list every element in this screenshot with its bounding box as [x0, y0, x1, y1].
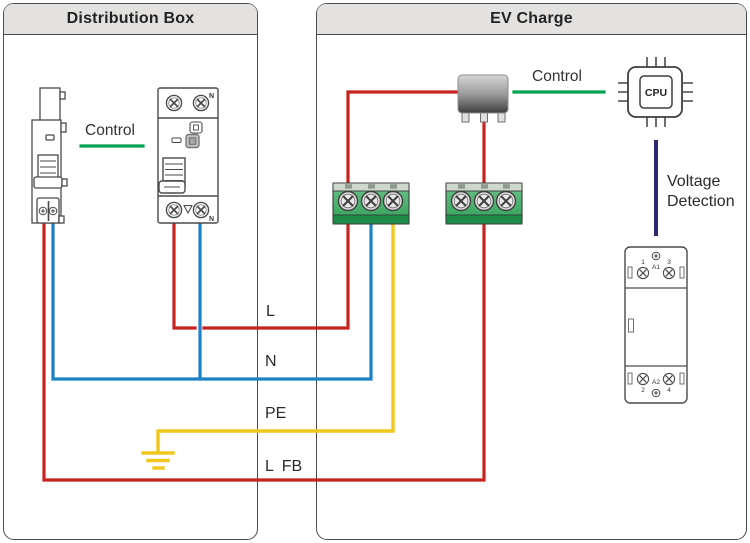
mcb-screw-icon	[38, 206, 48, 216]
cpu-label: CPU	[645, 87, 667, 99]
terminal-screw-icon	[495, 190, 517, 212]
contactor-side-tabs	[627, 266, 685, 385]
wires	[42, 90, 658, 482]
l-wire-label: L	[266, 303, 275, 320]
rcbo-screw-icon	[192, 201, 210, 219]
relay-pin	[497, 112, 506, 123]
contactor-screw-icon	[651, 251, 661, 261]
terminal-block-bottom-strip	[445, 214, 523, 225]
mcb-indicator-window	[45, 134, 55, 141]
contactor-terminal2-label: 2	[641, 387, 645, 394]
contactor-screw-icon	[662, 372, 676, 386]
relay-pin	[461, 112, 470, 123]
contactor-screw-icon	[636, 372, 650, 386]
rcbo-breaker: N N	[157, 87, 219, 224]
cpu-chip: CPU	[618, 57, 693, 127]
terminal-screw-icon	[382, 190, 404, 212]
rcbo-screw-icon	[192, 94, 210, 112]
mcb-side-tab	[60, 122, 67, 133]
contactor-body	[624, 246, 688, 404]
rcbo-screw-icon	[165, 201, 183, 219]
relay-pin	[480, 112, 488, 123]
rcbo-screw-icon	[165, 94, 183, 112]
rcbo-n-bottom-label: N	[209, 216, 214, 223]
terminal-screw-icon	[360, 190, 382, 212]
terminal-screw-icon	[450, 190, 472, 212]
terminal-block-bottom-strip	[332, 214, 410, 225]
rcbo-test-button-icon	[193, 124, 199, 131]
contactor-terminal1-label: 1	[641, 259, 645, 266]
mcb-breaker	[31, 87, 68, 224]
rcbo-body	[157, 87, 219, 224]
ground-icon	[141, 451, 175, 470]
cpu-inner	[639, 75, 673, 109]
l-wire	[172, 221, 350, 330]
mcb-bottom-tab	[58, 215, 65, 224]
n-wire	[51, 221, 373, 381]
contactor-terminal3-label: 3	[667, 259, 671, 266]
relay-input-wire	[346, 90, 458, 185]
terminal-screw-icon	[337, 190, 359, 212]
pe-wire-label: PE	[265, 405, 287, 422]
rcbo-n-top-label: N	[209, 93, 214, 100]
terminal-screw-icon	[473, 190, 495, 212]
ev-charge-title: EV Charge	[490, 10, 573, 27]
relay	[457, 74, 509, 123]
rcbo-indicator-window	[171, 137, 182, 143]
mcb-screw-icon	[48, 206, 58, 216]
distribution-box-title: Distribution Box	[66, 10, 195, 27]
contactor-terminal4-label: 4	[667, 387, 671, 394]
terminal-block-right	[445, 182, 523, 225]
voltage-detection-label: Voltage Detection	[667, 173, 735, 210]
pe-wire	[156, 222, 395, 453]
distribution-box-header: Distribution Box	[4, 4, 257, 35]
n-wire-label: N	[265, 353, 277, 370]
rcbo-triangle-mark	[183, 204, 193, 215]
control-label-db: Control	[85, 122, 135, 139]
contactor-a1-label: A1	[652, 264, 660, 271]
contactor-screw-icon	[662, 266, 676, 280]
contactor-a2-label: A2	[652, 379, 660, 386]
contactor-screw-icon	[651, 388, 661, 398]
terminal-block-left	[332, 182, 410, 225]
relay-body	[457, 74, 509, 114]
mcb-handle	[33, 176, 63, 189]
mcb-handle-nub	[61, 178, 68, 187]
cpu-pins	[618, 57, 693, 127]
mcb-top-column	[39, 87, 61, 123]
control-label-ev: Control	[532, 68, 582, 85]
lfb-wire-label: L FB	[265, 458, 303, 475]
mcb-top-tab	[59, 91, 66, 100]
contactor-screw-icon	[636, 266, 650, 280]
ev-charge-header: EV Charge	[317, 4, 746, 35]
contactor: 1 3 A1 2 4 A2	[624, 246, 688, 404]
lfb-wire	[42, 221, 486, 482]
rcbo-reset-button-inner	[188, 137, 197, 145]
